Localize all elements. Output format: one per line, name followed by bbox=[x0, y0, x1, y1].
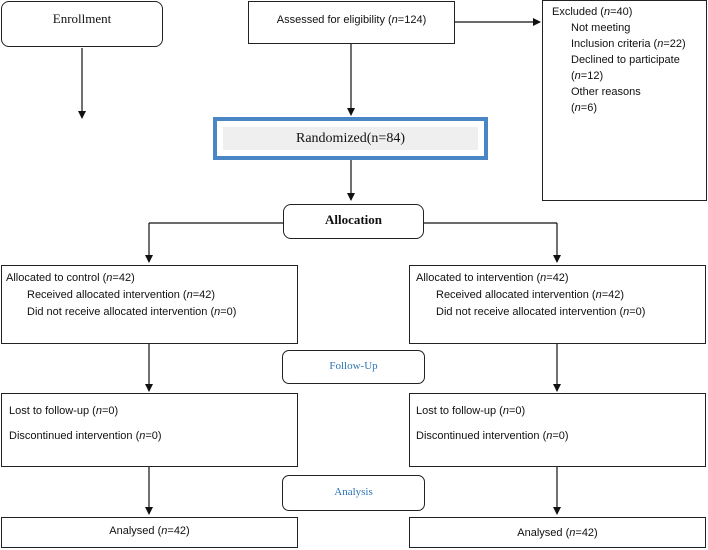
excluded-box: Excluded (n=40) Not meeting Inclusion cr… bbox=[542, 0, 707, 201]
right-analysed-box: Analysed (n=42) bbox=[409, 517, 706, 548]
excluded-reason-not-meeting: Not meeting bbox=[571, 22, 631, 34]
enrollment-label: Enrollment bbox=[52, 11, 112, 26]
analysis-label: Analysis bbox=[334, 486, 373, 498]
allocation-box: Allocation bbox=[283, 204, 424, 239]
enrollment-box: Enrollment bbox=[1, 1, 163, 47]
left-analysed-box: Analysed (n=42) bbox=[1, 517, 298, 548]
allocation-label: Allocation bbox=[324, 212, 383, 227]
assessed-box: Assessed for eligibility (n=124) bbox=[248, 1, 455, 44]
excluded-reason-other: Other reasons bbox=[571, 86, 641, 98]
left-followup-box: Lost to follow-up (n=0) Discontinued int… bbox=[1, 393, 298, 467]
followup-box: Follow-Up bbox=[282, 350, 425, 384]
followup-label: Follow-Up bbox=[329, 360, 378, 372]
analysis-box: Analysis bbox=[282, 475, 425, 511]
left-allocation-box: Allocated to control (n=42) Received all… bbox=[1, 265, 298, 344]
excluded-reason-declined: Declined to participate bbox=[571, 54, 680, 66]
randomized-label: Randomized(n=84) bbox=[223, 127, 478, 150]
randomized-box: Randomized(n=84) bbox=[213, 117, 488, 160]
right-allocation-box: Allocated to intervention (n=42) Receive… bbox=[409, 265, 706, 344]
right-followup-box: Lost to follow-up (n=0) Discontinued int… bbox=[409, 393, 706, 467]
